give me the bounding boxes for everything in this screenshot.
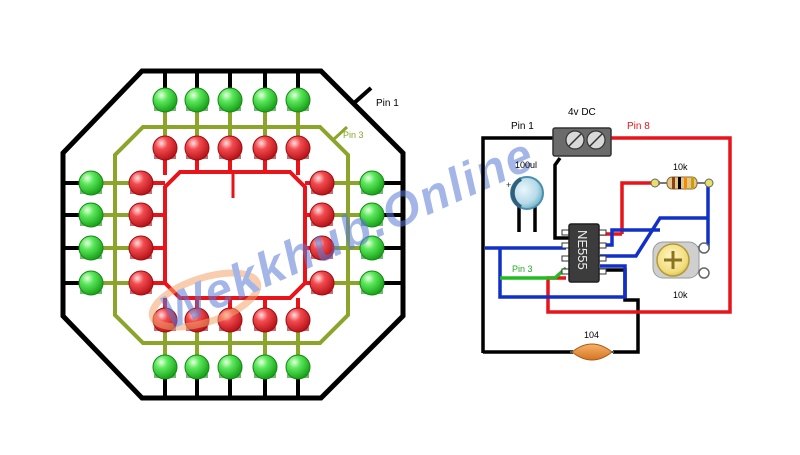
red-led (217, 135, 243, 161)
green-led (78, 202, 104, 228)
potentiometer-label: 10k (673, 290, 688, 300)
green-led (252, 87, 278, 113)
red-led (128, 270, 154, 296)
green-led (285, 87, 311, 113)
red-led (152, 135, 178, 161)
pin1-lead-wire (351, 86, 373, 106)
red-led (184, 135, 210, 161)
outer-frame-wire (60, 68, 406, 401)
pin1-label-left: Pin 1 (376, 98, 399, 109)
pin3-lead-wire (331, 125, 349, 142)
green-led (217, 354, 243, 380)
green-led (184, 87, 210, 113)
capacitor-100ul: + (506, 176, 544, 210)
capacitor-104-label: 104 (584, 330, 599, 340)
red-led (285, 307, 311, 333)
resistor-10k (650, 176, 714, 190)
inner-red-wire (163, 170, 307, 300)
capacitor-104 (570, 343, 614, 361)
supply-label: 4v DC (568, 107, 596, 118)
green-led (359, 170, 385, 196)
green-led (78, 170, 104, 196)
svg-text:+: + (506, 180, 511, 190)
potentiometer-10k (652, 241, 710, 279)
red-led (309, 202, 335, 228)
red-led (309, 270, 335, 296)
red-led (309, 170, 335, 196)
power-terminal (552, 127, 612, 157)
capacitor-100ul-label: 100ul (515, 160, 537, 170)
pin8-label: Pin 8 (627, 121, 650, 132)
green-led (359, 235, 385, 261)
green-led (285, 354, 311, 380)
pin3-ring-wire (113, 125, 350, 345)
pin1-label-right: Pin 1 (511, 121, 534, 132)
green-led (78, 270, 104, 296)
green-led (152, 354, 178, 380)
green-led (152, 87, 178, 113)
green-led (184, 354, 210, 380)
red-led (252, 135, 278, 161)
red-led (128, 170, 154, 196)
green-led (252, 354, 278, 380)
green-led (359, 270, 385, 296)
ne555-chip: NE555 (561, 223, 607, 283)
pin3-label-left: Pin 3 (343, 130, 364, 140)
red-led (252, 307, 278, 333)
red-led (285, 135, 311, 161)
watermark-swoosh (148, 269, 262, 331)
green-led (359, 202, 385, 228)
red-led (309, 235, 335, 261)
green-led (217, 87, 243, 113)
resistor-label: 10k (673, 162, 688, 172)
red-led (128, 202, 154, 228)
green-led (78, 235, 104, 261)
pin3-label-right: Pin 3 (512, 264, 533, 274)
ic-label: NE555 (575, 230, 590, 270)
timer-circuit: + NE555 (481, 107, 732, 361)
red-led (128, 235, 154, 261)
green-wire (500, 266, 568, 280)
